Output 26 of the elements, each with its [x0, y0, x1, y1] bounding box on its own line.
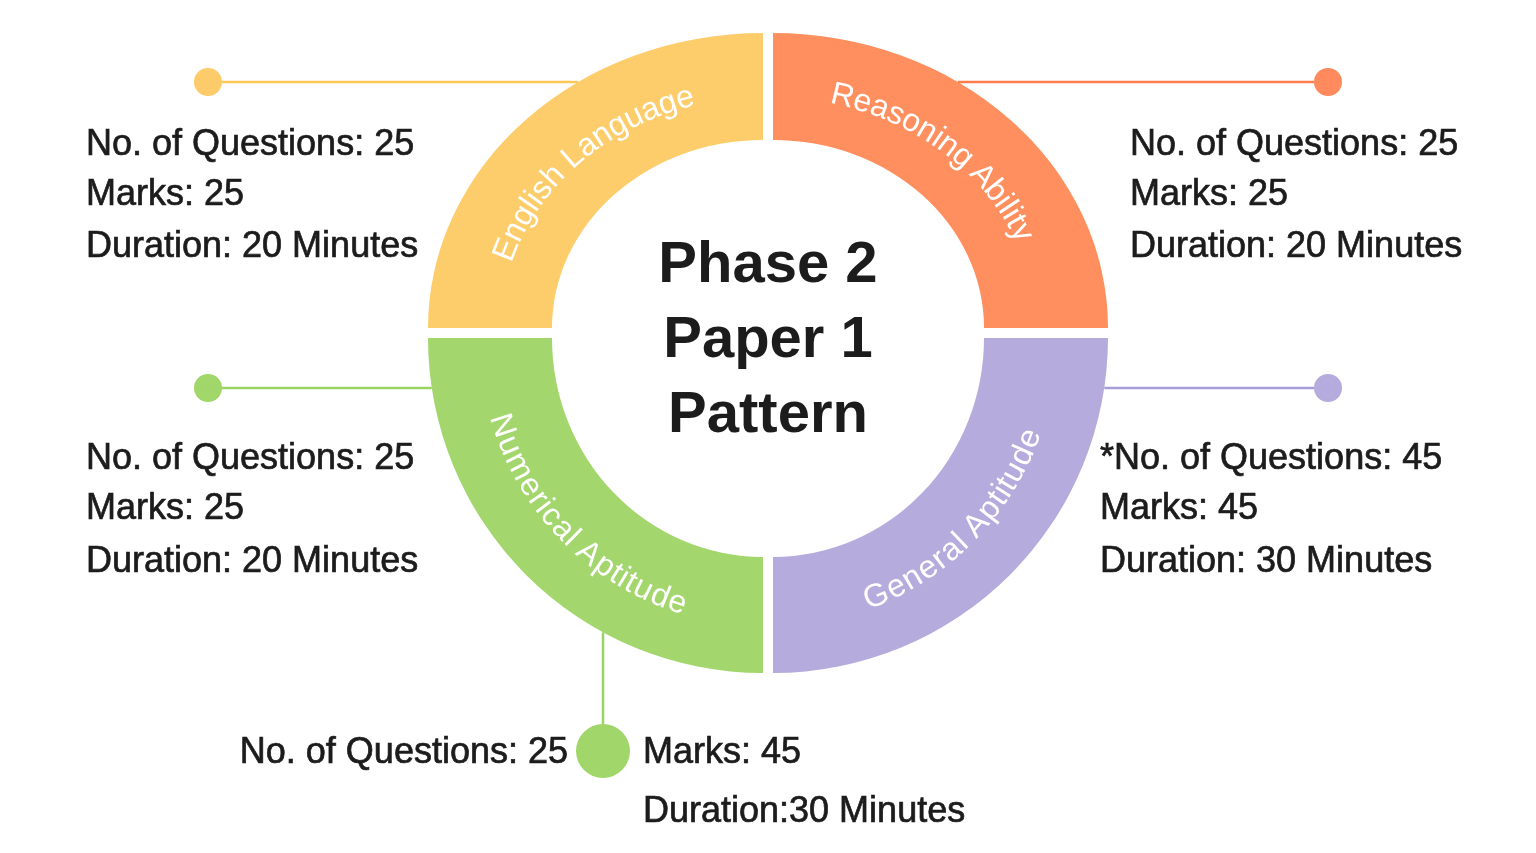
dot-icon — [1314, 374, 1342, 402]
detail-text: Duration: 20 Minutes — [86, 224, 419, 266]
detail-text: Duration:30 Minutes — [643, 789, 966, 831]
detail-text: No. of Questions: 25 — [239, 730, 568, 772]
dot-icon — [576, 724, 630, 778]
dot-icon — [194, 374, 222, 402]
leader-line — [222, 386, 432, 390]
detail-text: Marks: 25 — [1130, 172, 1289, 214]
detail-text: No. of Questions: 25 — [1130, 122, 1459, 164]
detail-text: Duration: 30 Minutes — [1100, 539, 1433, 581]
detail-text: No. of Questions: 25 — [86, 436, 415, 478]
leader-line — [222, 80, 579, 84]
detail-text: No. of Questions: 25 — [86, 122, 415, 164]
detail-text: Duration: 20 Minutes — [86, 539, 419, 581]
dot-icon — [194, 68, 222, 96]
detail-text: Duration: 20 Minutes — [1130, 224, 1463, 266]
detail-text: *No. of Questions: 45 — [1100, 436, 1443, 478]
detail-text: Marks: 25 — [86, 486, 245, 528]
leader-line — [957, 80, 1314, 84]
leader-line — [601, 632, 605, 724]
leader-line — [1104, 386, 1314, 390]
dot-icon — [1314, 68, 1342, 96]
diagram-title: Phase 2 Paper 1 Pattern — [657, 228, 879, 446]
detail-text: Marks: 45 — [1100, 486, 1259, 528]
detail-text: Marks: 25 — [86, 172, 245, 214]
detail-text: Marks: 45 — [643, 730, 802, 772]
